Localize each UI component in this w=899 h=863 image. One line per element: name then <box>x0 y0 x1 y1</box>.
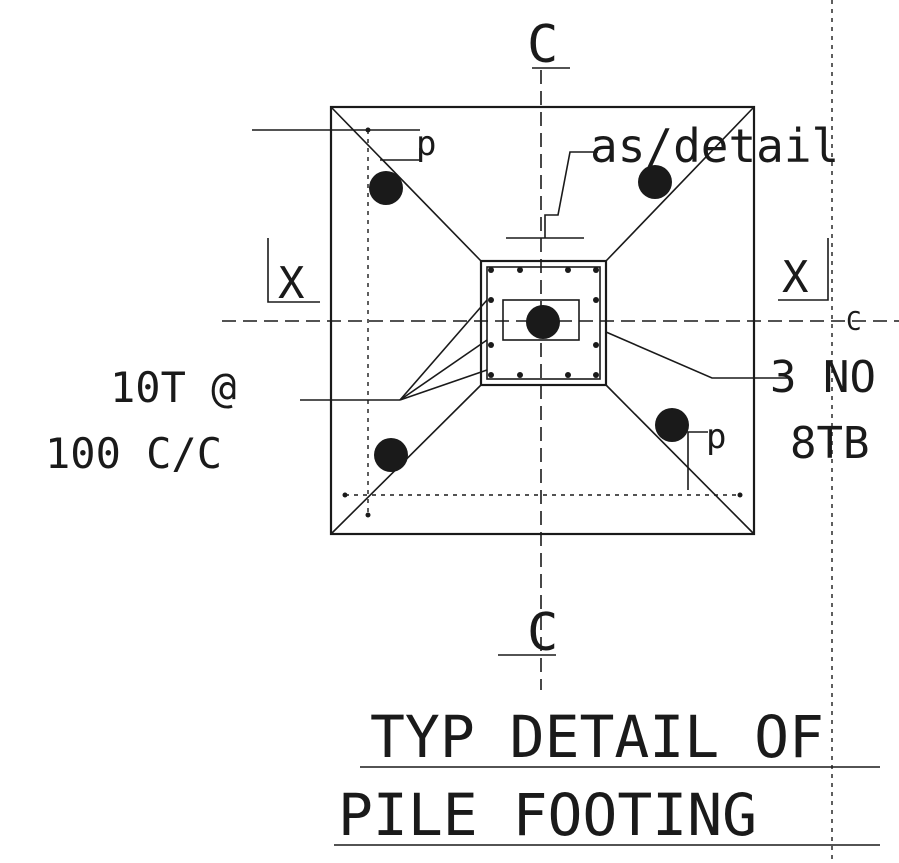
rebar-dot <box>593 372 599 378</box>
rebar-spec-leader-2 <box>399 339 488 401</box>
pile-bottom-right <box>655 408 689 442</box>
centerline-symbol-bottom: C <box>527 603 558 663</box>
column-pedestal-outline <box>479 259 608 387</box>
section-marker-right <box>778 238 829 301</box>
rebar-end-dot <box>365 512 371 518</box>
rebar-end-dot <box>737 492 743 498</box>
dim-p-top-leader <box>380 148 421 161</box>
centerline-symbol-right: C <box>846 307 862 337</box>
rebar-dot <box>488 342 494 348</box>
pile-top-right <box>638 165 672 199</box>
section-label-left: X <box>278 258 305 309</box>
column-pedestal-inner <box>486 266 601 380</box>
pile-bottom-left <box>374 438 408 472</box>
rebar-dot <box>488 372 494 378</box>
rebar-dot <box>593 267 599 273</box>
slope-line-top-left <box>330 106 482 262</box>
as-detail-leader <box>544 151 598 238</box>
pile-center <box>526 305 560 339</box>
rebar-end-dot <box>342 492 348 498</box>
dim-p-bottom-leader <box>687 431 708 490</box>
pedestal-rebar-group <box>488 267 599 378</box>
column-bar-line2: 8TB <box>790 418 869 469</box>
column-bar-leader <box>605 331 790 379</box>
rebar-dot <box>593 297 599 303</box>
slope-line-bottom-right <box>605 384 755 535</box>
rebar-dot <box>565 372 571 378</box>
column-section <box>502 299 580 341</box>
rebar-spec-line1: 10T @ <box>110 363 236 412</box>
column-bar-line1: 3 NO <box>770 352 876 403</box>
rebar-dot <box>488 297 494 303</box>
rebar-dot <box>488 267 494 273</box>
as-detail-label: as/detail <box>590 119 839 173</box>
rebar-spec-leader-1 <box>399 299 488 401</box>
rebar-spec-line2: 100 C/C <box>45 429 222 478</box>
dim-p-top-label: p <box>416 124 436 164</box>
title-line1: TYP DETAIL OF <box>370 703 824 771</box>
centerline-symbol-top: C <box>527 15 558 75</box>
section-marker-left <box>267 238 320 303</box>
rebar-spec-leader-3 <box>399 369 488 401</box>
rebar-dot <box>565 267 571 273</box>
pile-top-left <box>369 171 403 205</box>
slope-line-top-right <box>605 106 755 262</box>
title-line2: PILE FOOTING <box>338 781 757 849</box>
rebar-dot <box>517 372 523 378</box>
rebar-dot <box>517 267 523 273</box>
dim-p-bottom-label: p <box>706 417 726 457</box>
section-label-right: X <box>782 252 809 303</box>
pile-cap-outline <box>329 105 756 536</box>
rebar-dot <box>593 342 599 348</box>
